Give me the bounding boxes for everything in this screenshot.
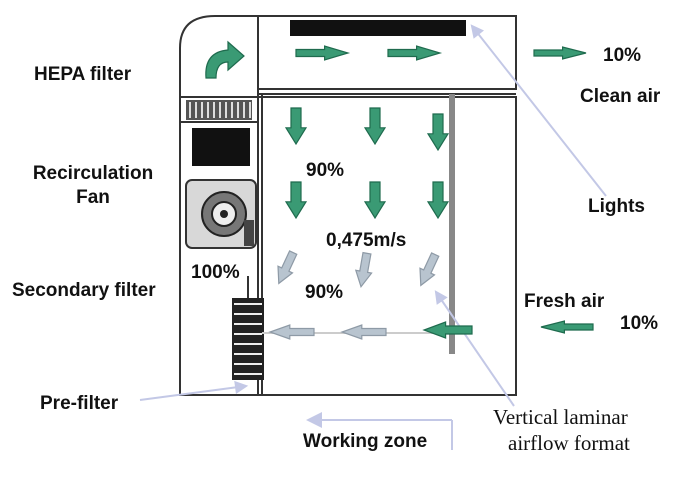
pointer-vertical-laminar-line — [435, 291, 515, 407]
plenum-arrow-right-2 — [387, 45, 443, 61]
exhaust-arrow-right — [533, 46, 587, 60]
label-recirculation-fan-line2: Fan — [76, 187, 110, 208]
label-pre-filter: Pre-filter — [40, 393, 119, 414]
vertical-glass-panel — [449, 94, 455, 354]
floor-arrow-left-green — [422, 321, 473, 339]
cabinet-body-outline — [179, 96, 517, 396]
pointer-lights-line — [471, 25, 607, 197]
floor-arrow-left-grey-2 — [268, 324, 315, 340]
downflow-arrow-4 — [284, 181, 308, 220]
pointer-lights — [470, 24, 607, 197]
downflow-arrow-2 — [363, 107, 387, 146]
label-fresh-air: Fresh air — [524, 291, 605, 312]
pointer-pre-filter-line — [139, 385, 247, 401]
plenum-arrow-right-1 — [295, 45, 351, 61]
return-arrow-diagonal-3 — [419, 252, 440, 287]
downflow-arrow-3 — [426, 113, 450, 152]
hepa-curved-arrow — [205, 40, 245, 79]
label-downflow-percent: 90% — [306, 160, 345, 181]
pointer-pre-filter — [139, 380, 249, 401]
label-recirculation-fan-line1: Recirculation — [32, 163, 154, 184]
label-clean-air-percent: 10% — [603, 45, 642, 66]
label-recirc-percent: 100% — [191, 262, 240, 283]
downflow-arrow-6 — [426, 181, 450, 220]
label-return-percent: 90% — [305, 282, 344, 303]
floor-arrow-left-grey-1 — [340, 324, 387, 340]
filter-block-dark — [192, 128, 250, 166]
label-vertical-laminar-line2: airflow format — [508, 431, 630, 455]
downflow-arrow-5 — [363, 181, 387, 220]
pointer-vertical-laminar — [434, 290, 515, 407]
label-vertical-laminar-airflow: Vertical laminar airflow format — [493, 404, 630, 456]
label-working-zone: Working zone — [303, 431, 428, 452]
hepa-filter-element — [186, 100, 252, 120]
pointer-lights-head — [470, 24, 485, 39]
pointer-vertical-laminar-head — [434, 290, 448, 305]
return-arrow-diagonal-2 — [354, 251, 373, 288]
top-plenum-outline — [257, 15, 517, 90]
return-arrow-diagonal-1 — [277, 250, 298, 285]
label-lights: Lights — [588, 196, 645, 217]
label-velocity: 0,475m/s — [326, 230, 407, 251]
label-hepa-filter: HEPA filter — [34, 64, 132, 85]
secondary-filter-element — [232, 298, 264, 380]
downflow-arrow-1 — [284, 107, 308, 146]
label-clean-air: Clean air — [580, 86, 661, 107]
hepa-duct-outline — [179, 15, 259, 97]
label-vertical-laminar-line1: Vertical laminar — [493, 405, 628, 429]
fresh-air-arrow-left — [540, 320, 594, 334]
label-fresh-air-percent: 10% — [620, 313, 659, 334]
recirculation-fan-graphic — [185, 179, 257, 249]
lights-panel — [290, 20, 466, 36]
working-zone-arrow-head — [306, 412, 322, 428]
pointer-pre-filter-head — [234, 380, 249, 395]
label-secondary-filter: Secondary filter — [12, 280, 156, 301]
label-recirculation-fan: Recirculation Fan — [18, 162, 168, 210]
working-zone-arrow — [306, 412, 453, 450]
